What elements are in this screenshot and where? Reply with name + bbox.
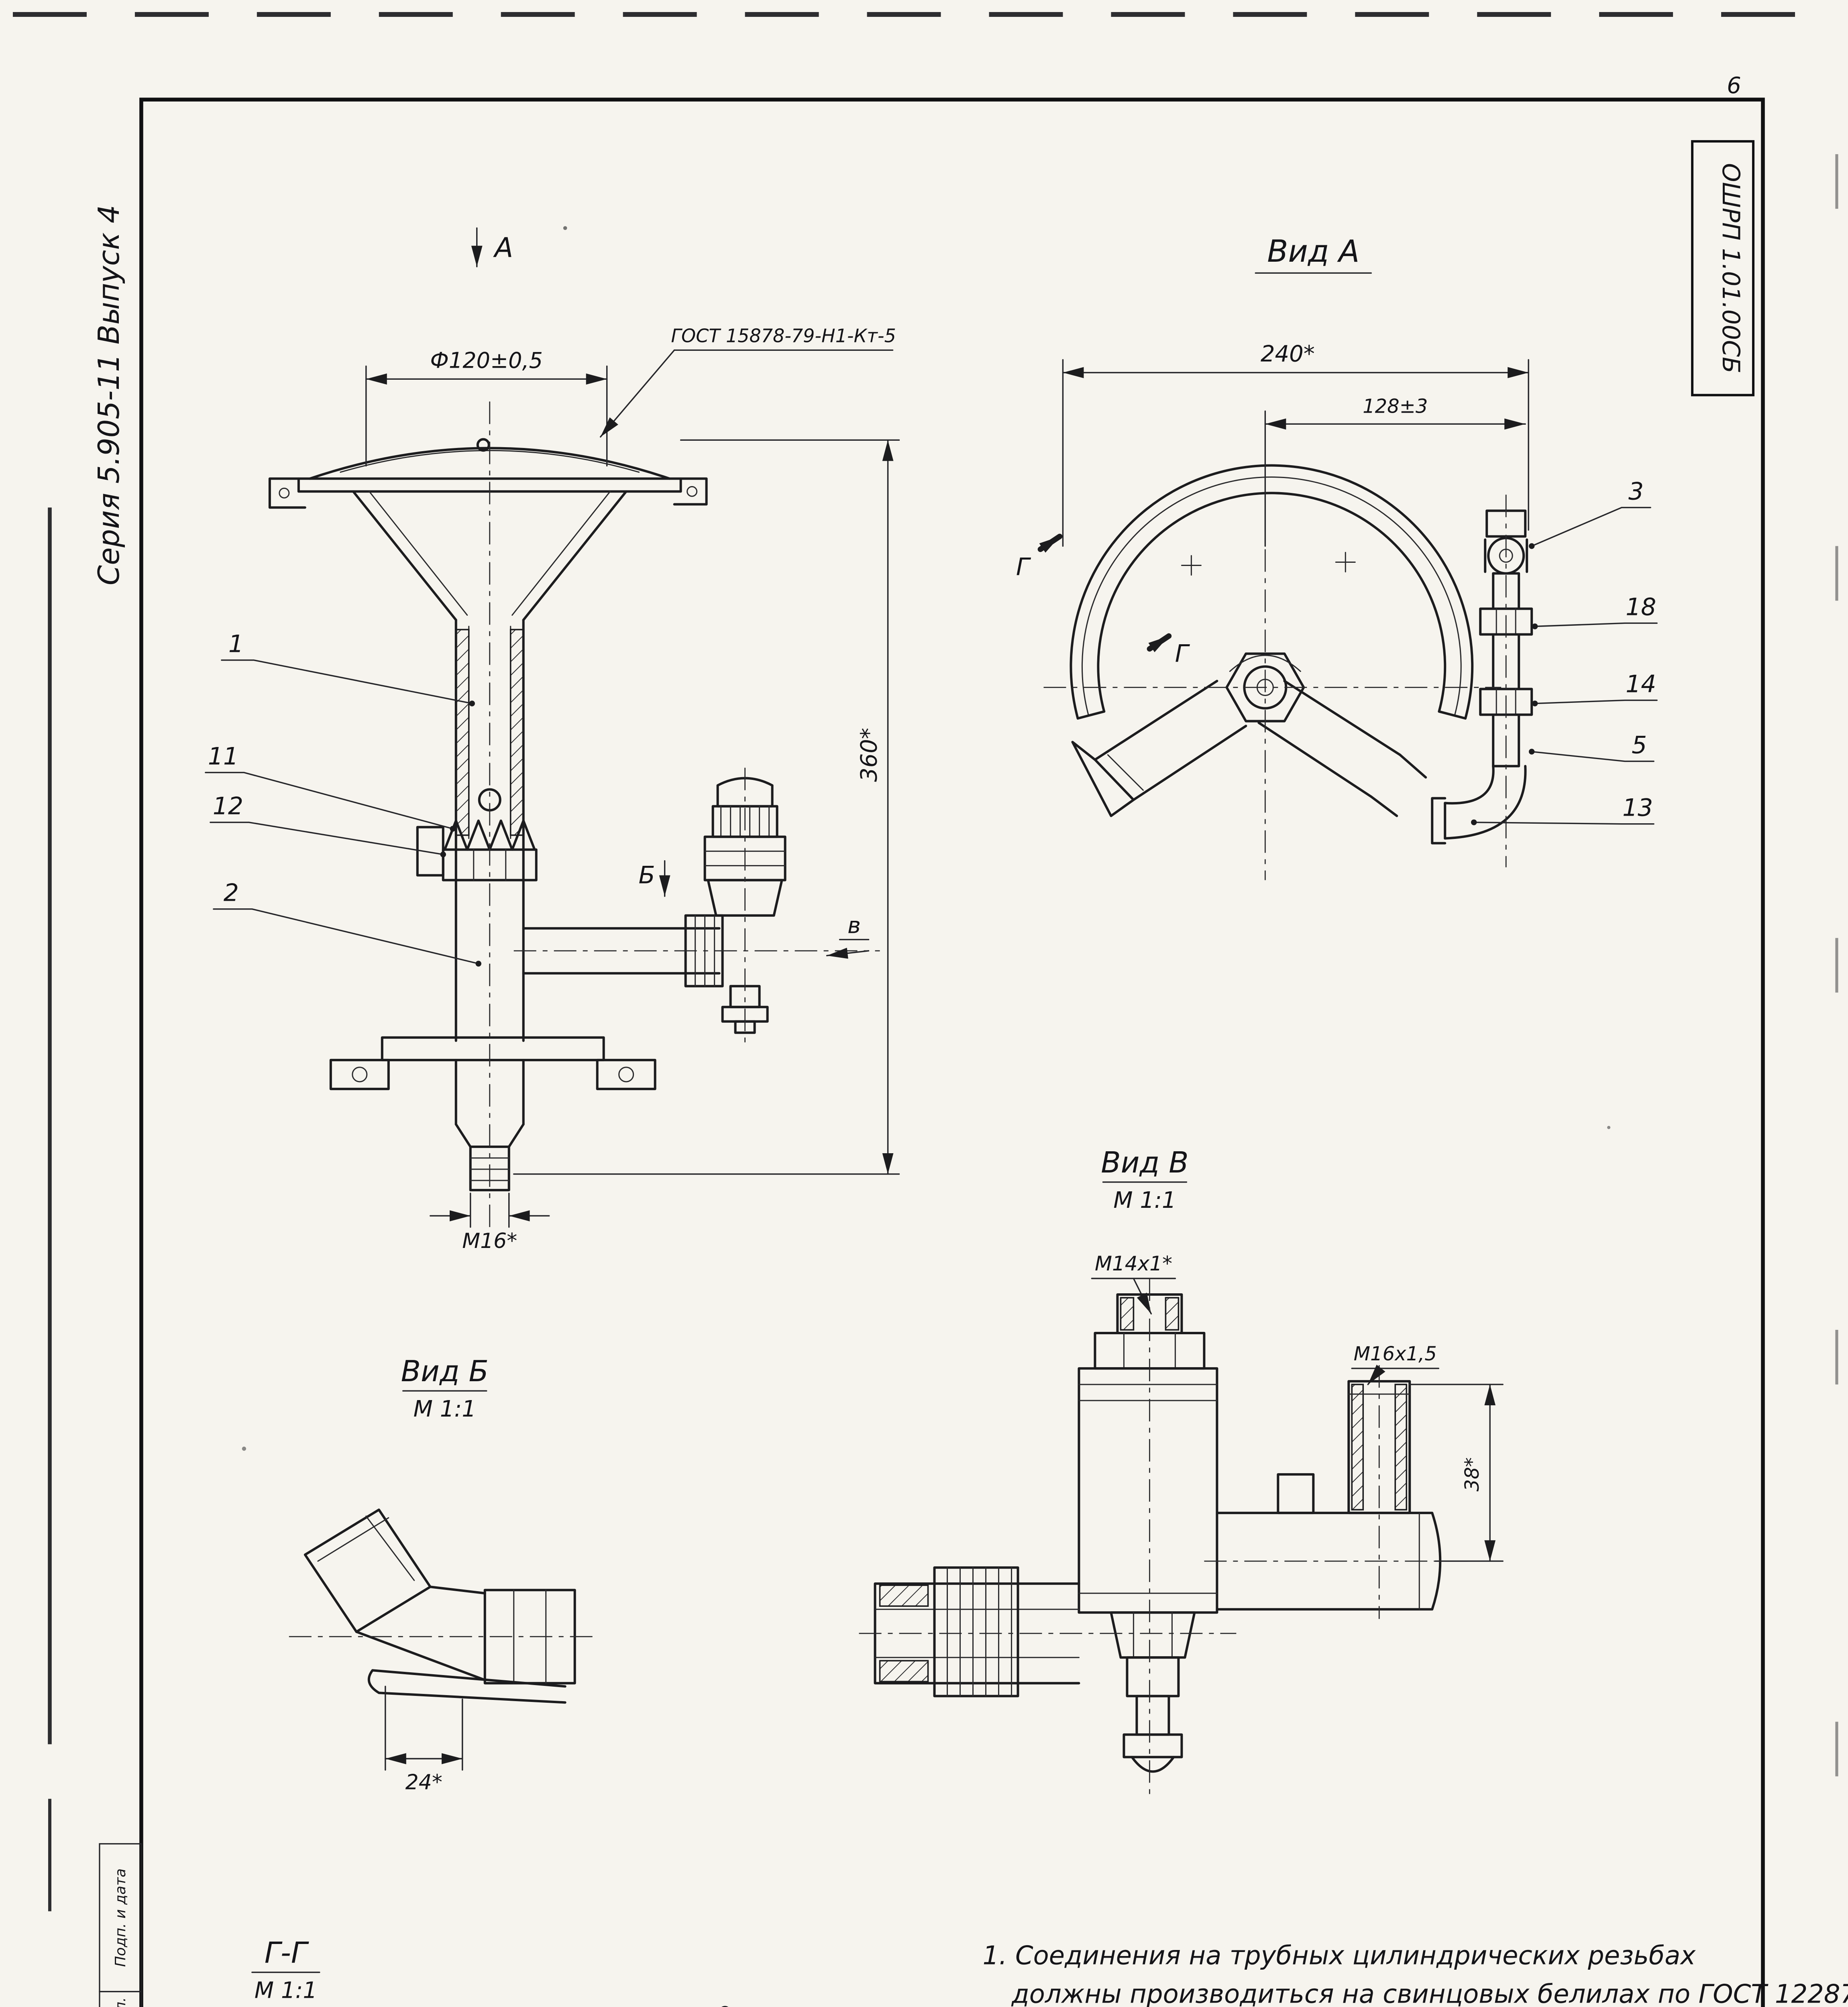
callout-1: 1	[228, 630, 244, 658]
view-arrow-b-label: Б	[638, 861, 655, 890]
dim-height-label: 360*	[856, 728, 882, 782]
callout-13: 13	[1622, 794, 1653, 822]
technical-notes: 1. Соединения на трубных цилиндрических …	[982, 1941, 1848, 2007]
dim-thread-label: М16*	[462, 1229, 517, 1253]
doc-code-vertical: ОШРП 1.01.00СБ	[1717, 163, 1745, 373]
callout-3: 3	[1628, 477, 1644, 505]
callout-11: 11	[208, 743, 238, 771]
dim-m16-label: М16х1,5	[1354, 1343, 1437, 1365]
valve-bottom-stem	[1110, 1611, 1196, 1773]
burner-tube	[416, 619, 538, 1191]
note-line: должны производиться на свинцовых белила…	[1011, 1980, 1848, 2007]
dim-m14-label: М14х1*	[1095, 1252, 1172, 1275]
sheet-number: 6	[1727, 73, 1741, 99]
burner-cap	[268, 438, 708, 621]
callout-2: 2	[224, 879, 239, 907]
view-b: Вид Б М 1:1 24*	[289, 1354, 597, 1794]
view-a: Вид А 240* 128±3 3 18	[1016, 233, 1658, 880]
nozzle-mouth	[304, 1508, 576, 1704]
view-v: Вид В М 1:1 М14х1* М16х1,5	[859, 1146, 1504, 1799]
callout-5: 5	[1632, 731, 1647, 759]
section-g-title: Г-Г	[265, 1936, 309, 1970]
series-label: Серия 5.905-11 Выпуск 4	[92, 205, 126, 585]
stamp-col-label: Подп. и дата	[112, 1869, 129, 1967]
callout-6: 6	[387, 2005, 403, 2007]
mounting-bracket	[329, 1036, 656, 1090]
callout-12: 12	[213, 792, 243, 820]
section-g-scale: М 1:1	[255, 1978, 317, 2004]
dim-240-label: 240*	[1261, 341, 1315, 367]
view-b-scale: М 1:1	[414, 1396, 476, 1422]
stamp-col-label: Инв. N дубл.	[112, 1997, 129, 2007]
front-view: Ф120±0,5 ГОСТ 15878-79-Н1-Кт-5 360* М16*…	[205, 227, 900, 1253]
section-mark-g2: Г	[1175, 640, 1190, 668]
view-a-title: Вид А	[1267, 233, 1359, 269]
dim-128-label: 128±3	[1363, 395, 1428, 417]
doc-code-box: ОШРП 1.01.00СБ	[1691, 140, 1755, 397]
view-v-scale: М 1:1	[1113, 1187, 1176, 1213]
valve-left-pipe	[874, 1566, 1080, 1698]
callout-9: 9	[717, 2002, 732, 2007]
weld-spec-label: ГОСТ 15878-79-Н1-Кт-5	[671, 325, 896, 346]
note-line: 1. Соединения на трубных цилиндрических …	[982, 1941, 1696, 1971]
view-arrow-v-label: в	[848, 913, 861, 939]
callout-18: 18	[1626, 593, 1656, 621]
section-g: Г-Г М 1:1 6 9 8 10 7 16 15 17	[251, 1936, 732, 2007]
view-b-title: Вид Б	[401, 1354, 489, 1388]
section-mark-g1: Г	[1016, 553, 1031, 581]
dim-diameter-label: Ф120±0,5	[430, 348, 543, 373]
scan-artifacts	[12, 12, 1838, 2007]
drawing-frame	[139, 98, 1765, 2007]
left-stamp-column: Подп. и дата Инв. N дубл. Взам. инв. N П…	[99, 1843, 142, 2007]
callout-14: 14	[1626, 670, 1656, 698]
nozzle-arms	[1071, 680, 1427, 817]
dim-24-label: 24*	[405, 1770, 442, 1794]
view-arrow-a-label: А	[493, 232, 513, 264]
dim-38-label: 38*	[1461, 1457, 1483, 1492]
view-v-title: Вид В	[1101, 1146, 1188, 1179]
